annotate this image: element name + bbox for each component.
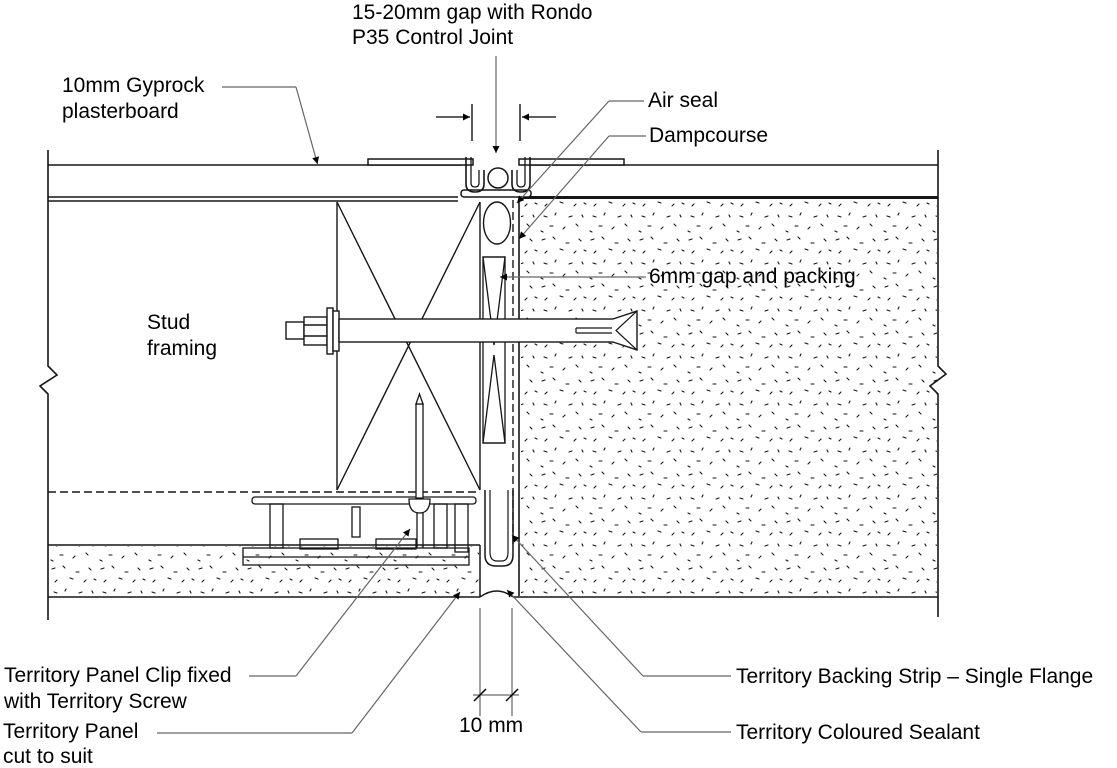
control-joint-profile	[460, 157, 532, 198]
break-symbol-right	[928, 150, 948, 617]
label-stud-framing: Stud framing	[147, 311, 218, 360]
break-symbol-left	[38, 150, 59, 620]
label-backing-strip: Territory Backing Strip – Single Flange	[736, 665, 1094, 688]
label-plasterboard: 10mm Gyprock plasterboard	[62, 74, 205, 123]
stud-framing-block	[48, 201, 481, 493]
territory-screw	[408, 392, 431, 514]
leader-lines	[157, 56, 731, 734]
anchor-bolt	[285, 307, 638, 355]
plasterboard-layer	[48, 158, 938, 202]
label-gap-packing: 6mm gap and packing	[649, 265, 856, 288]
packing	[482, 256, 506, 444]
label-air-seal: Air seal	[648, 89, 719, 112]
label-panel-clip: Territory Panel Clip fixed with Territor…	[4, 664, 232, 713]
label-control-joint: 15-20mm gap with Rondo P35 Control Joint	[352, 1, 593, 49]
air-seal-rod	[482, 201, 512, 245]
label-panel: Territory Panel cut to suit	[3, 720, 139, 768]
territory-panel	[48, 544, 481, 598]
label-sealant: Territory Coloured Sealant	[736, 721, 980, 744]
dimension-gap	[436, 104, 556, 141]
label-dim-10mm: 10 mm	[459, 714, 524, 737]
panel-clip	[242, 496, 477, 566]
label-dampcourse: Dampcourse	[649, 124, 769, 147]
concrete-substrate	[513, 196, 938, 598]
backing-strip	[484, 490, 514, 567]
dimension-10mm	[473, 608, 519, 716]
